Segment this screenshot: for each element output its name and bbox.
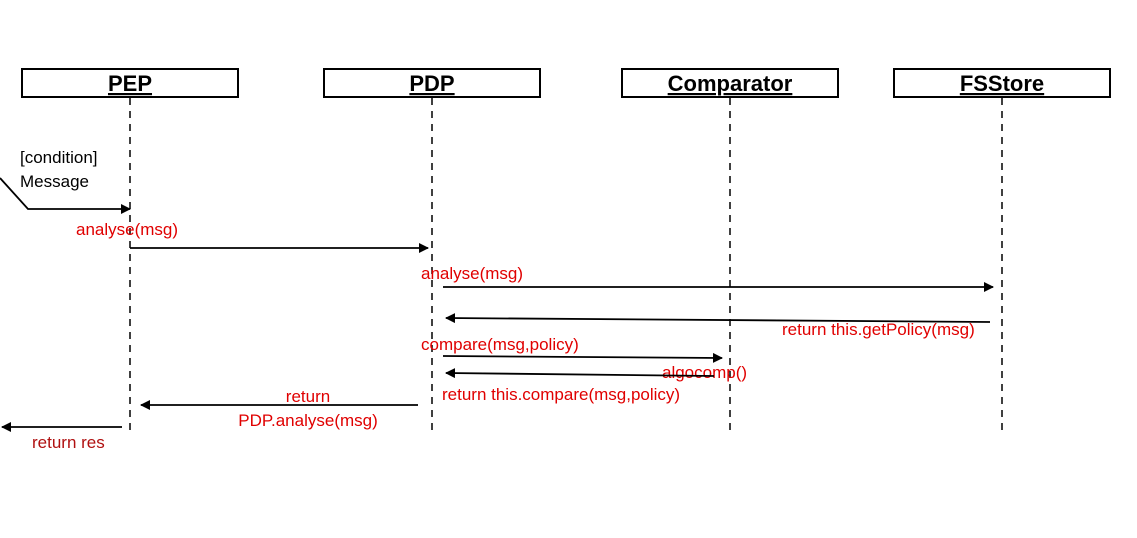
- message-pdp-to-fsstore: analyse(msg): [421, 264, 994, 292]
- incoming-condition-label: [condition]: [20, 148, 98, 167]
- lifeline-pdp-title: PDP: [409, 71, 454, 96]
- message-comparator-return-label: return this.compare(msg,policy): [442, 385, 680, 404]
- incoming-message: [condition] Message: [0, 148, 131, 214]
- lifeline-fsstore-box: [893, 68, 1111, 98]
- incoming-message-label: Message: [20, 172, 89, 191]
- lifeline-comparator-box: [621, 68, 839, 98]
- message-comparator-self-label: algocomp(): [662, 363, 747, 382]
- lifeline-fsstore: FSStore: [893, 68, 1111, 430]
- lifeline-pep-title: PEP: [108, 71, 152, 96]
- lifeline-pdp-box: [323, 68, 541, 98]
- message-pep-return: return res: [1, 422, 122, 452]
- message-pdp-to-comparator-label: compare(msg,policy): [421, 335, 579, 354]
- message-fsstore-return-arrow: [445, 313, 991, 324]
- lifeline-fsstore-title: FSStore: [960, 71, 1044, 96]
- lifeline-comparator: Comparator: [621, 68, 839, 430]
- message-pdp-to-comparator-arrow: [442, 352, 723, 363]
- message-pdp-to-fsstore-label: analyse(msg): [421, 264, 523, 283]
- message-pdp-to-comparator: compare(msg,policy): [421, 335, 723, 363]
- message-comparator-return-arrow: [445, 368, 715, 379]
- message-pdp-return-label-line2: PDP.analyse(msg): [238, 411, 378, 430]
- lifeline-pep: PEP: [21, 68, 239, 430]
- message-pep-return-label: return res: [32, 433, 105, 452]
- message-fsstore-return-label: return this.getPolicy(msg): [782, 320, 975, 339]
- message-pdp-return-label-line1: return: [286, 387, 330, 406]
- message-pep-to-pdp: analyse(msg): [76, 220, 429, 253]
- message-comparator-self: algocomp(): [662, 363, 747, 382]
- lifeline-pep-box: [21, 68, 239, 98]
- lifeline-comparator-title: Comparator: [668, 71, 793, 96]
- incoming-message-arrow: [0, 177, 131, 214]
- message-comparator-return: return this.compare(msg,policy): [442, 368, 715, 404]
- lifeline-pdp: PDP: [323, 68, 541, 430]
- message-pep-to-pdp-label: analyse(msg): [76, 220, 178, 239]
- message-pdp-return: return PDP.analyse(msg): [140, 387, 418, 430]
- message-fsstore-return: return this.getPolicy(msg): [445, 313, 991, 339]
